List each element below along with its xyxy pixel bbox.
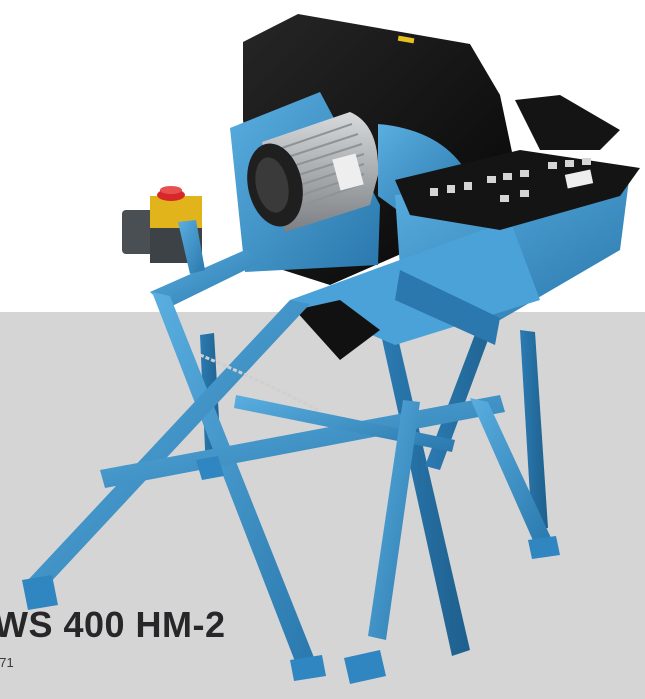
- frame-upper-bar: [178, 220, 205, 274]
- model-title: WS 400 HM-2: [0, 604, 226, 645]
- product-label-icon: [564, 169, 594, 189]
- frame-upper-arm: [150, 250, 262, 308]
- table-plate: [395, 95, 640, 230]
- support-chain: [199, 353, 319, 412]
- warning-label-icon: [397, 35, 415, 44]
- electric-motor-icon: [247, 112, 379, 232]
- stand-feet: [22, 456, 560, 684]
- article-number: 371: [0, 655, 14, 670]
